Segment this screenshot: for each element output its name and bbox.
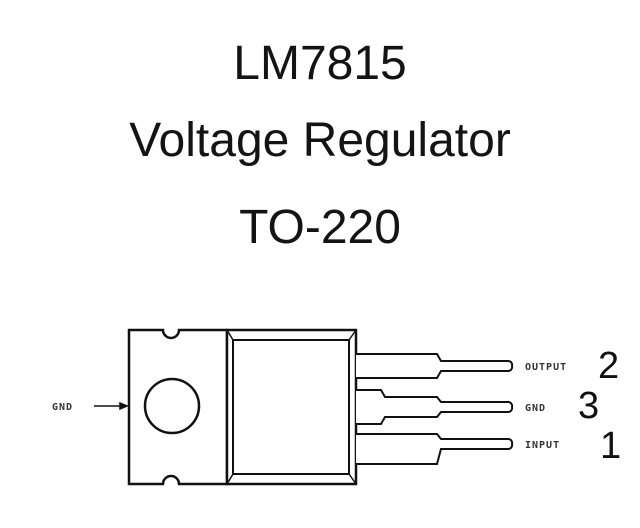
package-title: TO-220	[239, 201, 401, 254]
mounting-hole	[143, 377, 201, 435]
pin-label-gnd: GND	[525, 403, 546, 414]
pin-label-input: INPUT	[525, 440, 560, 451]
pin-number-2: 2	[598, 345, 619, 387]
pin-input	[356, 433, 514, 465]
pin-label-output: OUTPUT	[525, 362, 567, 373]
part-number-title: LM7815	[233, 37, 407, 90]
pin-number-3: 3	[578, 385, 599, 427]
pin-number-1: 1	[600, 425, 621, 467]
pin-gnd	[356, 389, 514, 425]
pin-output	[356, 353, 514, 379]
tab-arrow-icon	[94, 401, 129, 411]
device-description-title: Voltage Regulator	[129, 114, 511, 167]
package-body	[225, 328, 358, 486]
tab-gnd-label: GND	[52, 402, 73, 413]
